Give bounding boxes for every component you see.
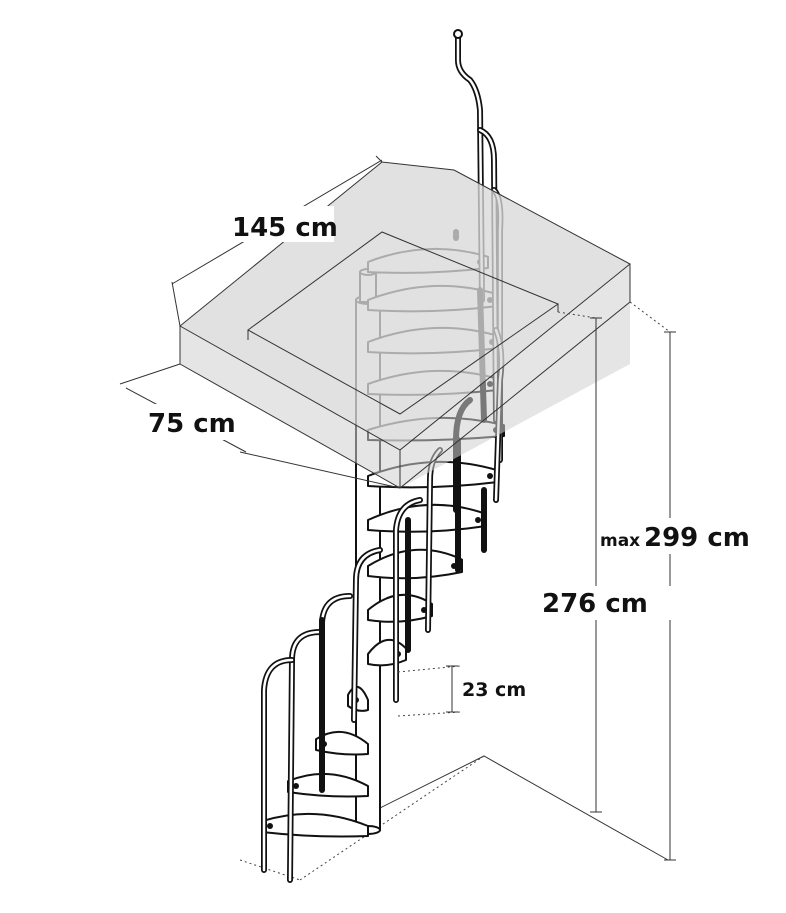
stair-tread: [367, 548, 463, 580]
step-rise-label: 23 cm: [462, 679, 526, 701]
ceiling-slab: [179, 161, 631, 489]
baluster-fixing: [475, 517, 481, 523]
top-post: [453, 29, 463, 39]
floor-outline: [239, 755, 669, 881]
baluster-fixing: [487, 473, 493, 479]
baluster-fixing: [293, 783, 299, 789]
opening-width-label: 75 cm: [148, 409, 236, 439]
max-height-label: 299 cm: [644, 523, 750, 553]
stair-tread: [315, 731, 369, 756]
stair-tread: [367, 593, 433, 623]
opening-length-label: 145 cm: [232, 213, 338, 243]
height-label: 276 cm: [542, 589, 648, 619]
baluster-fixing: [267, 823, 273, 829]
stair-tread: [261, 812, 369, 838]
max-height-prefix: max: [600, 531, 640, 551]
